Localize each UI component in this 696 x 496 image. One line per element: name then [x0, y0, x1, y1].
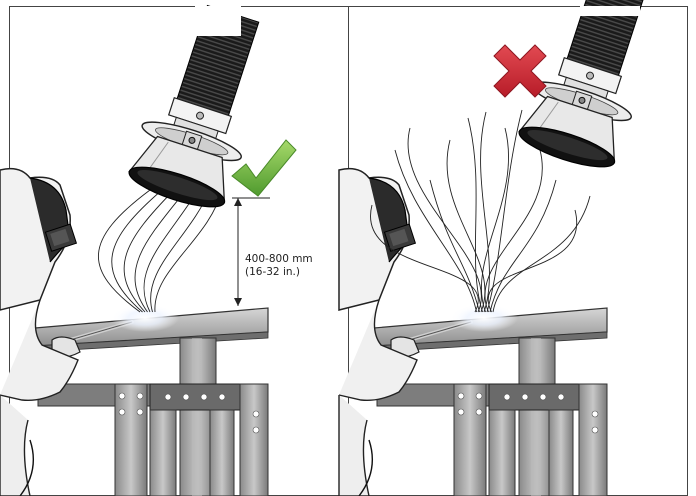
distance-metric-label: 400-800 mm: [245, 253, 313, 265]
distance-imperial-label: (16-32 in.): [245, 266, 300, 278]
panel-correct: 400-800 mm (16-32 in.): [0, 0, 349, 496]
panel-incorrect: [339, 0, 688, 496]
